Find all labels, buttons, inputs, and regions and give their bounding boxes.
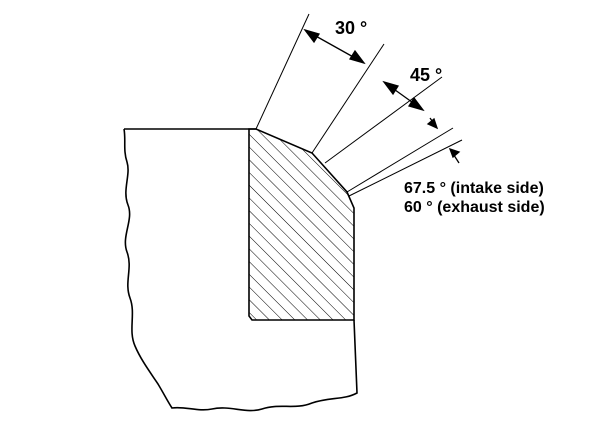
valve-seat-insert xyxy=(248,128,355,321)
angle-label-30: 30 ° xyxy=(335,18,367,38)
angle-label-exhaust: 60 ° (exhaust side) xyxy=(404,199,545,216)
dimension-arrows xyxy=(303,28,461,164)
angle-label-45: 45 ° xyxy=(410,65,442,85)
cylinder-head-outline xyxy=(123,128,358,412)
angle-reference-lines xyxy=(255,13,463,197)
angle-label-intake: 67.5 ° (intake side) xyxy=(404,180,544,197)
